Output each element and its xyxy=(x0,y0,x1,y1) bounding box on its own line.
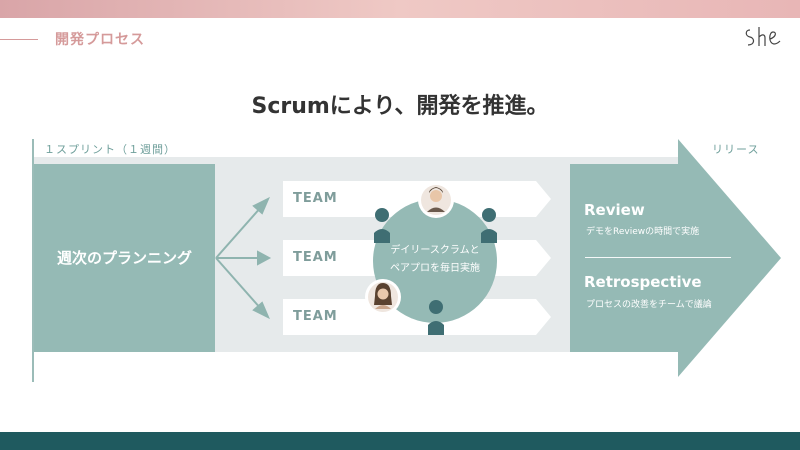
review-description: デモをReviewの時間で実施 xyxy=(586,227,700,237)
person-icon xyxy=(374,208,390,243)
avatar xyxy=(365,279,401,315)
section-title-line xyxy=(0,39,38,40)
team-label-3: TEAM xyxy=(293,309,338,324)
team-banner-1 xyxy=(283,181,551,217)
fan-out-arrows xyxy=(215,196,272,320)
release-label: リリース xyxy=(712,143,760,156)
page-title: Scrumにより、開発を推進。 xyxy=(251,94,549,119)
planning-label: 週次のプランニング xyxy=(56,249,192,267)
planning-box xyxy=(34,164,215,352)
retrospective-description: プロセスの改善をチームで議論 xyxy=(586,300,712,310)
release-divider xyxy=(585,257,731,258)
person-icon xyxy=(428,300,444,335)
timeline-start-line xyxy=(32,139,34,382)
she-logo xyxy=(745,27,781,46)
top-decorative-band xyxy=(0,0,800,18)
timeline-bar xyxy=(33,157,678,164)
review-title: Review xyxy=(584,201,645,219)
release-arrow xyxy=(570,139,781,377)
team-label-1: TEAM xyxy=(293,191,338,206)
person-icon xyxy=(481,208,497,243)
daily-scrum-label-line1: デイリースクラムと xyxy=(390,245,480,256)
team-label-2: TEAM xyxy=(293,250,338,265)
retrospective-title: Retrospective xyxy=(584,273,702,291)
daily-scrum-circle xyxy=(373,199,497,323)
section-title: 開発プロセス xyxy=(55,32,145,48)
sprint-label: １スプリント（１週間） xyxy=(44,143,176,156)
bottom-decorative-band xyxy=(0,432,800,450)
avatar xyxy=(418,182,454,218)
daily-scrum-label-line2: ペアプロを毎日実施 xyxy=(390,263,480,274)
